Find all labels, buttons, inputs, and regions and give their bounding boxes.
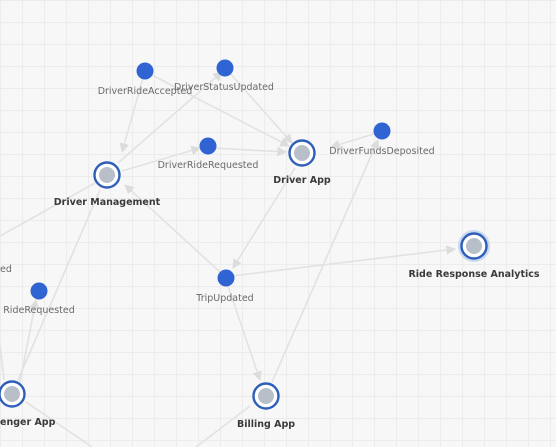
label-driver-ride-requested: DriverRideRequested	[158, 160, 259, 171]
service-nodes	[0, 139, 490, 410]
labels: DriverRideAccepted DriverStatusUpdated D…	[0, 82, 540, 430]
edge-funds-to-driver-app	[330, 132, 378, 150]
label-billing-app: Billing App	[237, 419, 295, 430]
label-ride-response-analytics: Ride Response Analytics	[408, 269, 539, 280]
label-driver-status-updated: DriverStatusUpdated	[174, 82, 274, 93]
service-node-passenger-app[interactable]	[0, 380, 26, 408]
service-node-ride-response-analytics[interactable]	[458, 230, 490, 262]
edge-driver-mgmt-to-ride-requested	[121, 145, 201, 172]
edge-driver-mgmt-to-passenger	[17, 189, 101, 381]
label-ride-requested: RideRequested	[3, 305, 75, 316]
edge-passenger-to-ride-requested	[19, 299, 40, 383]
edge-billing-to-funds	[271, 139, 379, 383]
edge-accepted-to-driver-mgmt	[119, 70, 146, 153]
edge-billing-to-bottom	[195, 405, 251, 447]
edge-trip-updated-to-driver-mgmt	[124, 184, 221, 273]
event-node-trip-updated[interactable]	[217, 269, 235, 287]
service-node-driver-management[interactable]	[93, 161, 121, 189]
event-node-driver-ride-requested[interactable]	[199, 137, 217, 155]
edges	[0, 70, 456, 447]
edge-status-updated-to-driver-app	[227, 70, 293, 144]
label-driver-management: Driver Management	[54, 197, 161, 208]
event-node-driver-funds-deposited[interactable]	[373, 122, 391, 140]
edge-trip-updated-to-billing	[227, 285, 262, 381]
service-node-driver-app[interactable]	[288, 139, 316, 167]
event-node-driver-status-updated[interactable]	[216, 59, 234, 77]
edge-driver-mgmt-to-status-updated	[117, 71, 223, 164]
label-driver-funds-deposited: DriverFundsDeposited	[329, 146, 434, 157]
service-node-billing-app[interactable]	[252, 382, 280, 410]
event-node-ride-requested[interactable]	[30, 282, 48, 300]
label-driver-ride-accepted: DriverRideAccepted	[98, 86, 193, 97]
event-node-driver-ride-accepted[interactable]	[136, 62, 154, 80]
label-driver-app: Driver App	[273, 175, 331, 186]
label-passenger-app: enger App	[0, 417, 56, 428]
edge-driver-app-to-trip-updated	[232, 167, 296, 269]
edge-accepted-to-driver-app	[149, 73, 290, 147]
edge-passenger-to-left	[0, 344, 5, 381]
label-trip-updated: TripUpdated	[195, 293, 253, 304]
label-partial-left: ed	[0, 264, 12, 275]
edge-passenger-to-bottom	[25, 401, 93, 447]
edge-ride-requested-to-driver-app	[211, 146, 287, 157]
edge-trip-updated-to-analytics	[231, 245, 456, 277]
edge-driver-mgmt-to-left	[0, 182, 96, 237]
event-nodes	[30, 59, 391, 300]
